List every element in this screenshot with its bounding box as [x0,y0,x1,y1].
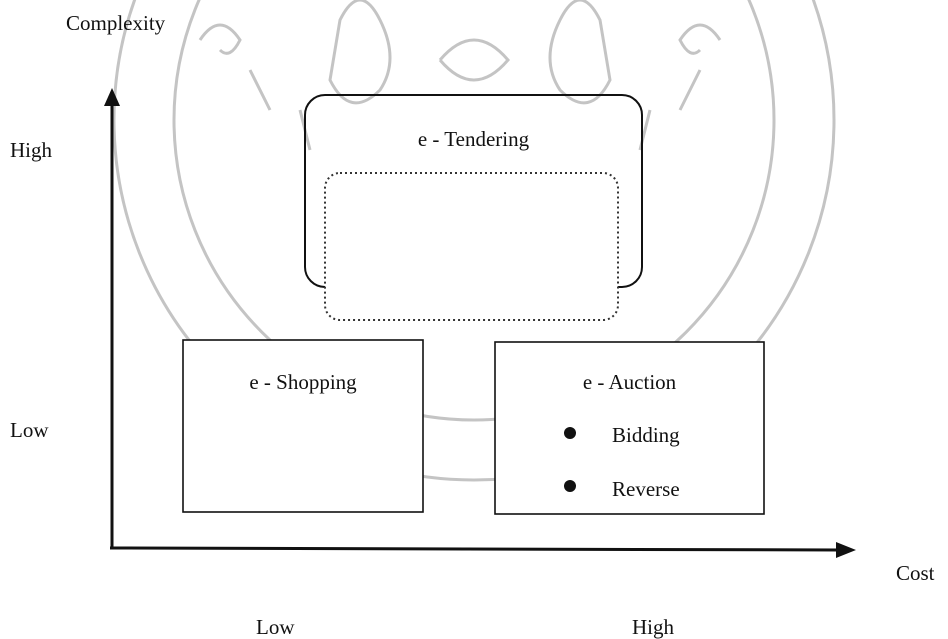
x-axis-line [109,546,841,552]
bullet-icon [564,480,576,492]
y-axis-arrowhead [104,88,120,106]
auction-item-reverse: Reverse [612,477,680,501]
y-axis-high-label: High [10,138,52,162]
tendering-label: e - Tendering [417,127,530,151]
tendering-dotted-box [324,172,619,321]
y-axis-title: Complexity [66,11,166,35]
shopping-label: e - Shopping [249,370,357,394]
x-axis-title: Cost [896,561,935,585]
x-axis-high-label: High [632,615,674,639]
x-axis-low-label: Low [256,615,295,639]
auction-box [494,341,765,515]
shopping-box [182,339,424,513]
auction-item-bidding: Bidding [612,423,680,447]
y-axis-low-label: Low [10,418,49,442]
auction-label: e - Auction [582,370,677,394]
bullet-icon [564,427,576,439]
x-axis-arrowhead [836,542,856,558]
